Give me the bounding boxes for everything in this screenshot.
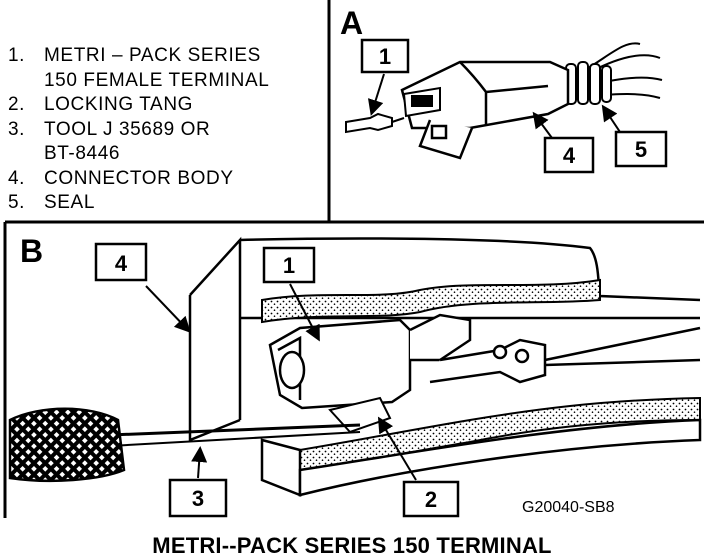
legend-text: BT-8446 (44, 143, 121, 164)
legend-item-2: 2. LOCKING TANG (8, 93, 326, 118)
legend-item-1: 1. METRI – PACK SERIES 150 FEMALE TERMIN… (8, 44, 326, 93)
panel-b-letter: B (20, 233, 43, 269)
frame-lines (3, 0, 704, 518)
housing-lower (260, 418, 702, 497)
seal-ribs (565, 61, 612, 105)
panel-a-letter: A (340, 5, 363, 41)
legend-text: LOCKING TANG (44, 94, 194, 115)
connector-body (400, 60, 570, 160)
removal-tool (8, 407, 361, 483)
legend-text: TOOL J 35689 OR (44, 118, 211, 140)
callout-1-b: 1 (262, 246, 316, 284)
leader-line (145, 285, 191, 333)
legend-text: 150 FEMALE TERMINAL (44, 69, 270, 91)
leader-line (367, 73, 385, 116)
callout-4-a: 4 (543, 136, 595, 174)
callout-label: 4 (115, 251, 128, 276)
female-terminal (268, 313, 701, 410)
callout-1-a: 1 (360, 38, 410, 74)
callout-3-b: 3 (168, 478, 228, 518)
leader-line (191, 446, 208, 479)
panel-b: B (8, 233, 702, 518)
legend: 1. METRI – PACK SERIES 150 FEMALE TERMIN… (8, 44, 326, 216)
callout-label: 5 (635, 137, 647, 162)
leader-line (289, 283, 320, 342)
terminal-pin (345, 112, 405, 134)
legend-number: 5. (8, 192, 26, 213)
leader-line (601, 104, 621, 133)
legend-number: 3. (8, 118, 26, 140)
callout-label: 1 (283, 253, 295, 278)
legend-item-5: 5. SEAL (8, 191, 326, 216)
terminal-opening (402, 86, 441, 118)
legend-number: 4. (8, 167, 26, 189)
leader-line (377, 416, 417, 481)
legend-number: 2. (8, 94, 26, 115)
legend-item-4: 4. CONNECTOR BODY (8, 167, 326, 192)
callout-4-b: 4 (94, 242, 148, 282)
diagram-title: METRI--PACK SERIES 150 TERMINAL (152, 533, 552, 558)
legend-number: 1. (8, 45, 26, 66)
panel-a: A (340, 5, 668, 174)
legend-text: SEAL (44, 192, 95, 213)
callout-label: 4 (563, 143, 576, 168)
legend-text: CONNECTOR BODY (44, 167, 234, 189)
callout-label: 3 (192, 486, 204, 511)
legend-item-3: 3. TOOL J 35689 OR BT-8446 (8, 118, 326, 167)
callout-2-b: 2 (402, 480, 460, 518)
legend-text: METRI – PACK SERIES (44, 45, 261, 66)
connector-housing (188, 236, 701, 442)
leader-line (532, 111, 553, 139)
callout-label: 2 (425, 487, 437, 512)
figure-code: G20040-SB8 (522, 499, 615, 516)
callout-label: 1 (379, 44, 391, 69)
callout-5-a: 5 (614, 130, 668, 168)
